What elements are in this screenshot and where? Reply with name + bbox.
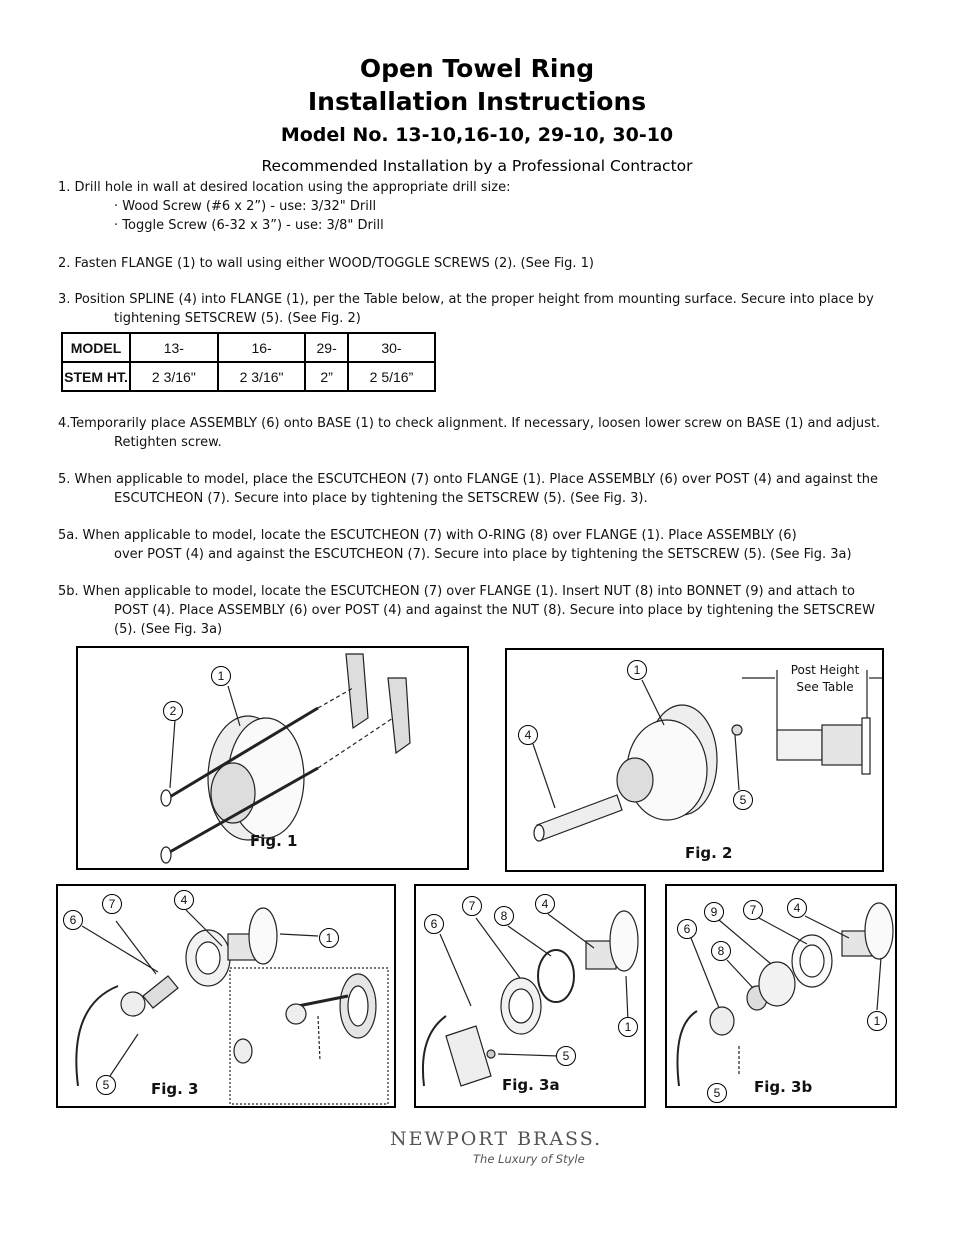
step-2: 2. Fasten FLANGE (1) to wall using eithe… xyxy=(58,256,595,271)
step-5b-line3: (5). (See Fig. 3a) xyxy=(114,622,223,637)
step-1: 1. Drill hole in wall at desired locatio… xyxy=(58,180,511,195)
table-cell: 29- xyxy=(304,332,349,363)
table-cell: 2 5/16” xyxy=(346,361,437,392)
callout: 1 xyxy=(618,1017,638,1037)
brand-tagline: The Luxury of Style xyxy=(473,1152,585,1166)
figure-1: 1 2 Fig. 1 xyxy=(76,646,469,870)
page-subtitle: Installation Instructions xyxy=(307,87,647,116)
stem-header: STEM HT. xyxy=(61,361,131,392)
callout: 6 xyxy=(677,919,697,939)
figure-3: 7 4 6 1 5 Fig. 3 xyxy=(56,884,396,1108)
model-numbers: Model No. 13-10,16-10, 29-10, 30-10 xyxy=(280,124,674,146)
post-height-text: Post Height xyxy=(790,663,860,677)
table-row-stem: STEM HT. 2 3/16" 2 3/16" 2” 2 5/16” xyxy=(61,361,437,392)
see-table-text: See Table xyxy=(796,680,854,694)
figure-2: 1 4 5 Post Height See Table Fig. 2 xyxy=(505,648,884,872)
callout: 6 xyxy=(63,910,83,930)
table-cell: 2” xyxy=(304,361,349,392)
table-cell: 16- xyxy=(216,332,307,363)
callout: 7 xyxy=(743,900,763,920)
step-1-wood-screw: · Wood Screw (#6 x 2”) - use: 3/32" Dril… xyxy=(114,199,377,214)
step-5-line1: 5. When applicable to model, place the E… xyxy=(58,472,878,487)
callout: 4 xyxy=(174,890,194,910)
step-5a-line2: over POST (4) and against the ESCUTCHEON… xyxy=(114,547,852,562)
figure-label: Fig. 2 xyxy=(685,844,733,862)
callout: 5 xyxy=(556,1046,576,1066)
callout: 8 xyxy=(494,906,514,926)
callout: 8 xyxy=(711,941,731,961)
step-3-line1: 3. Position SPLINE (4) into FLANGE (1), … xyxy=(58,292,874,307)
figure-3a: 7 4 8 6 1 5 Fig. 3a xyxy=(414,884,646,1108)
figure-3b: 9 7 4 6 8 1 5 Fig. 3b xyxy=(665,884,897,1108)
table-cell: 2 3/16" xyxy=(129,361,219,392)
callout: 7 xyxy=(102,894,122,914)
callout: 1 xyxy=(319,928,339,948)
figure-label: Fig. 1 xyxy=(250,832,298,850)
step-5b-line1: 5b. When applicable to model, locate the… xyxy=(58,584,855,599)
callout: 9 xyxy=(704,902,724,922)
step-5-line2: ESCUTCHEON (7). Secure into place by tig… xyxy=(114,491,648,506)
figure-3b-drawing xyxy=(676,902,894,1087)
step-1-toggle-screw: · Toggle Screw (6-32 x 3”) - use: 3/8" D… xyxy=(114,218,384,233)
figure-label: Fig. 3b xyxy=(754,1078,813,1096)
step-3-line2: tightening SETSCREW (5). (See Fig. 2) xyxy=(114,311,361,326)
table-cell: 2 3/16" xyxy=(216,361,307,392)
step-4-line1: 4.Temporarily place ASSEMBLY (6) onto BA… xyxy=(58,416,881,431)
figure-3-drawing xyxy=(75,907,389,1105)
callout: 5 xyxy=(96,1075,116,1095)
callout: 6 xyxy=(424,914,444,934)
callout: 4 xyxy=(787,898,807,918)
callout: 4 xyxy=(518,725,538,745)
callout: 1 xyxy=(211,666,231,686)
callout: 1 xyxy=(867,1011,887,1031)
figure-label: Fig. 3 xyxy=(151,1080,199,1098)
callout: 4 xyxy=(535,894,555,914)
table-row-model: MODEL 13- 16- 29- 30- xyxy=(61,332,437,363)
figure-2-drawing xyxy=(532,670,882,842)
table-cell: 30- xyxy=(346,332,437,363)
callout: 5 xyxy=(733,790,753,810)
page-title: Open Towel Ring xyxy=(359,54,595,83)
figure-label: Fig. 3a xyxy=(502,1076,560,1094)
callout: 5 xyxy=(707,1083,727,1103)
step-5a-line1: 5a. When applicable to model, locate the… xyxy=(58,528,797,543)
recommendation: Recommended Installation by a Profession… xyxy=(261,157,693,175)
table-cell: 13- xyxy=(129,332,219,363)
step-4-line2: Retighten screw. xyxy=(114,435,222,450)
callout: 7 xyxy=(462,896,482,916)
step-5b-line2: POST (4). Place ASSEMBLY (6) over POST (… xyxy=(114,603,875,618)
figure-3a-drawing xyxy=(422,910,639,1087)
brand-name: NEWPORT BRASS. xyxy=(390,1128,603,1150)
figure-1-drawing xyxy=(160,653,411,864)
model-header: MODEL xyxy=(61,332,131,363)
callout: 1 xyxy=(627,660,647,680)
callout: 2 xyxy=(163,701,183,721)
stem-height-table: MODEL 13- 16- 29- 30- STEM HT. 2 3/16" 2… xyxy=(61,332,437,392)
post-height-label: Post Height See Table xyxy=(785,662,865,696)
brand-logo: NEWPORT BRASS. The Luxury of Style xyxy=(390,1128,603,1166)
